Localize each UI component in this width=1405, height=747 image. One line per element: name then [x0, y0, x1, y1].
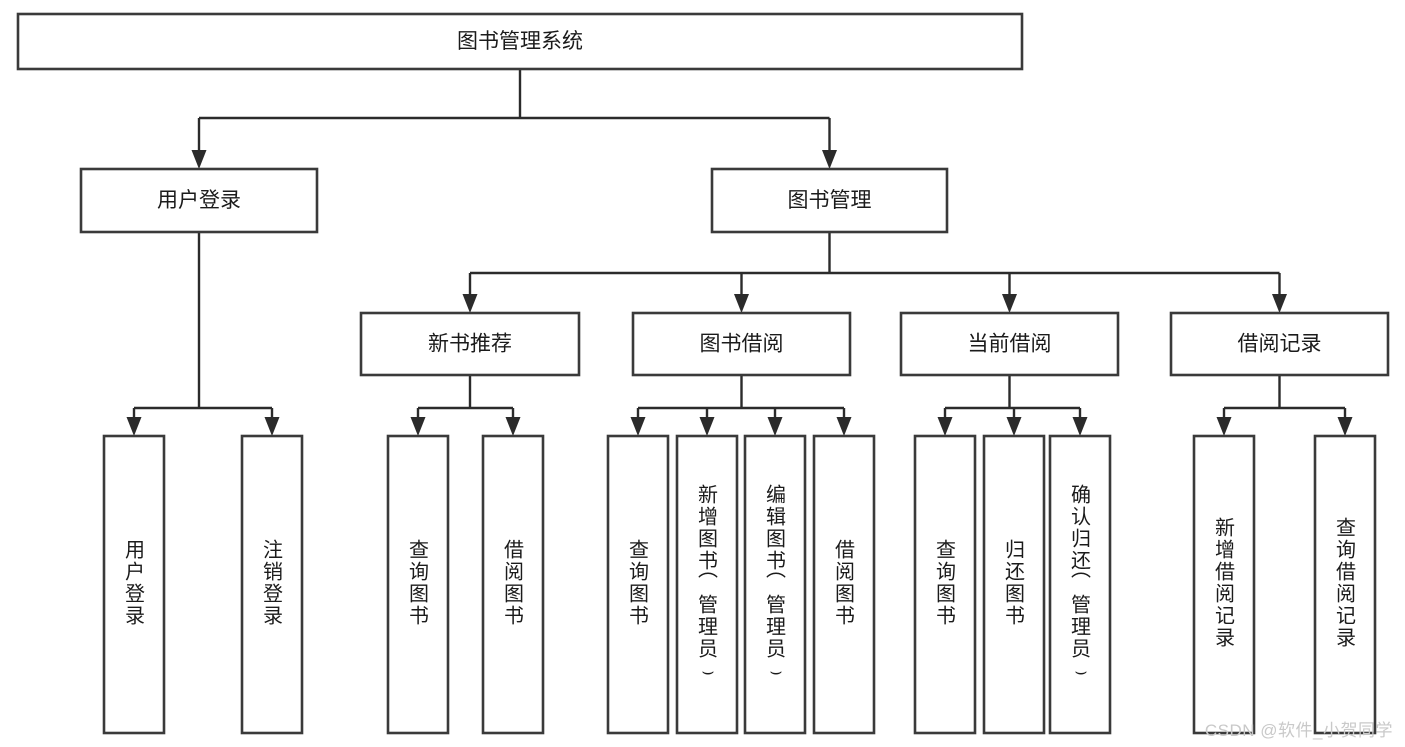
node-borrow-record-rect	[1169, 311, 1390, 377]
node-leaf-return-book-label: 归还图书	[1005, 539, 1025, 628]
node-leaf-logout-rect	[240, 434, 304, 735]
node-book-borrow[interactable]: 图书借阅	[631, 311, 852, 377]
group-current-borrow-branch-2-head	[1072, 417, 1088, 436]
node-new-book-recommend[interactable]: 新书推荐	[359, 311, 581, 377]
group-new-book-recommend-branch-0-head	[410, 417, 426, 436]
group-borrow-record-branch-0-head	[1216, 417, 1232, 436]
node-leaf-query-record-rect	[1313, 434, 1377, 735]
node-leaf-add-record[interactable]: 新增借阅记录	[1192, 434, 1256, 735]
node-borrow-record-label: 借阅记录	[1238, 333, 1322, 356]
root-to-level2-branch-0-head	[191, 150, 207, 169]
node-root[interactable]: 图书管理系统	[16, 12, 1024, 71]
node-leaf-add-book-rect	[675, 434, 739, 735]
level2-to-level3-branch-3-head	[1272, 294, 1287, 313]
group-user-login-branch-0-head	[126, 417, 142, 436]
level2-to-level3-branch-0-head	[462, 294, 478, 313]
node-leaf-borrow-book-bb[interactable]: 借阅图书	[812, 434, 876, 735]
node-leaf-query-book-nr-label: 查询图书	[409, 539, 429, 628]
node-root-label: 图书管理系统	[457, 30, 583, 53]
node-leaf-confirm-return-label: 确认归还⌒管理员⌣	[1071, 484, 1091, 683]
group-user-login-branch-1-head	[264, 417, 280, 436]
node-leaf-borrow-book-nr[interactable]: 借阅图书	[481, 434, 545, 735]
group-book-borrow-branch-0-head	[630, 417, 646, 436]
node-leaf-logout[interactable]: 注销登录	[240, 434, 304, 735]
node-leaf-return-book-rect	[982, 434, 1046, 735]
node-leaf-edit-book-label: 编辑图书⌒管理员⌣	[766, 484, 786, 683]
node-user-login-label: 用户登录	[157, 189, 241, 212]
node-leaf-edit-book[interactable]: 编辑图书⌒管理员⌣	[743, 434, 807, 735]
group-borrow-record-branch-1-head	[1337, 417, 1353, 436]
group-current-borrow-branch-0-head	[937, 417, 953, 436]
node-leaf-borrow-book-nr-rect	[481, 434, 545, 735]
node-leaf-query-record[interactable]: 查询借阅记录	[1313, 434, 1377, 735]
node-leaf-user-login[interactable]: 用户登录	[102, 434, 166, 735]
node-leaf-user-login-label: 用户登录	[125, 540, 145, 628]
node-leaf-query-book-bb-label: 查询图书	[629, 539, 649, 628]
node-leaf-query-book-bb-rect	[606, 434, 670, 735]
group-book-borrow-branch-2-head	[767, 417, 783, 436]
node-leaf-return-book[interactable]: 归还图书	[982, 434, 1046, 735]
node-leaf-query-book-cb-rect	[913, 434, 977, 735]
node-user-login-rect	[79, 167, 319, 234]
node-leaf-query-book-bb[interactable]: 查询图书	[606, 434, 670, 735]
level2-to-level3-branch-2-head	[1002, 294, 1017, 313]
nodes-layer: 图书管理系统用户登录图书管理新书推荐图书借阅当前借阅借阅记录用户登录注销登录查询…	[16, 12, 1390, 735]
node-book-management-label: 图书管理	[788, 189, 872, 212]
node-user-login[interactable]: 用户登录	[79, 167, 319, 234]
node-leaf-query-book-nr-rect	[386, 434, 450, 735]
node-leaf-query-book-nr[interactable]: 查询图书	[386, 434, 450, 735]
group-book-borrow-branch-3-head	[836, 417, 852, 436]
node-current-borrow-rect	[899, 311, 1120, 377]
group-new-book-recommend-branch-1-head	[505, 417, 521, 436]
group-current-borrow-branch-1-head	[1006, 417, 1022, 436]
node-book-management-rect	[710, 167, 949, 234]
node-leaf-add-record-label: 新增借阅记录	[1215, 517, 1235, 650]
node-leaf-query-book-cb-label: 查询图书	[936, 539, 956, 628]
node-leaf-logout-label: 注销登录	[263, 539, 283, 628]
node-book-borrow-rect	[631, 311, 852, 377]
node-leaf-user-login-rect	[102, 434, 166, 735]
node-new-book-recommend-rect	[359, 311, 581, 377]
node-leaf-add-record-rect	[1192, 434, 1256, 735]
node-leaf-borrow-book-bb-rect	[812, 434, 876, 735]
level2-to-level3-branch-1-head	[734, 294, 749, 313]
node-leaf-confirm-return[interactable]: 确认归还⌒管理员⌣	[1048, 434, 1112, 735]
node-book-management[interactable]: 图书管理	[710, 167, 949, 234]
node-leaf-query-book-cb[interactable]: 查询图书	[913, 434, 977, 735]
node-leaf-borrow-book-bb-label: 借阅图书	[835, 539, 855, 628]
node-leaf-query-record-label: 查询借阅记录	[1336, 517, 1356, 650]
node-borrow-record[interactable]: 借阅记录	[1169, 311, 1390, 377]
group-book-borrow-branch-1-head	[699, 417, 715, 436]
node-new-book-recommend-label: 新书推荐	[428, 333, 512, 356]
node-book-borrow-label: 图书借阅	[700, 333, 784, 356]
node-leaf-edit-book-rect	[743, 434, 807, 735]
connectors-layer	[126, 69, 1353, 436]
node-current-borrow[interactable]: 当前借阅	[899, 311, 1120, 377]
root-to-level2-branch-1-head	[822, 150, 837, 169]
node-root-rect	[16, 12, 1024, 71]
node-current-borrow-label: 当前借阅	[968, 333, 1052, 356]
watermark-text: CSDN @软件_小贺同学	[1204, 721, 1393, 740]
node-leaf-borrow-book-nr-label: 借阅图书	[504, 539, 524, 628]
node-leaf-add-book-label: 新增图书⌒管理员⌣	[698, 484, 718, 683]
node-leaf-confirm-return-rect	[1048, 434, 1112, 735]
node-leaf-add-book[interactable]: 新增图书⌒管理员⌣	[675, 434, 739, 735]
